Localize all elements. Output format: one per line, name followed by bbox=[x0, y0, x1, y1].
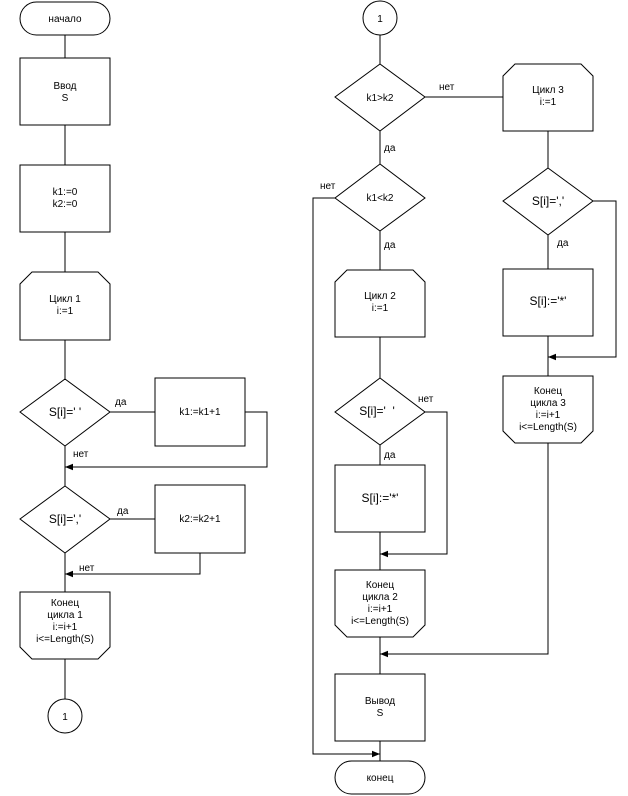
yes-label-gt: да bbox=[384, 143, 396, 154]
decision-k1-lt-k2: k1<k2 bbox=[334, 163, 426, 232]
decision-space-label: S[i]=' ' bbox=[49, 405, 81, 419]
output-block: Вывод S bbox=[334, 673, 426, 742]
no-label-lt: нет bbox=[320, 181, 336, 192]
start-label: начало bbox=[48, 14, 82, 25]
output-line-2: S bbox=[377, 708, 384, 719]
loop2-start-line-2: i:=1 bbox=[372, 303, 389, 314]
loop3-start-line-1: Цикл 3 bbox=[532, 85, 564, 96]
loop2-start: Цикл 2 i:=1 bbox=[334, 269, 426, 338]
output-line-1: Вывод bbox=[365, 696, 395, 707]
no-label-c2: нет bbox=[418, 394, 434, 405]
loop2-end: Конец цикла 2 i:=i+1 i<=Length(S) bbox=[334, 569, 426, 638]
loop3-end-line-4: i<=Length(S) bbox=[519, 422, 577, 433]
decision3-comma: S[i]=',' bbox=[502, 167, 594, 236]
loop1-start: Цикл 1 i:=1 bbox=[19, 271, 111, 341]
end-terminal: конец bbox=[334, 760, 426, 795]
loop2-end-line-3: i:=i+1 bbox=[368, 604, 393, 615]
k1-increment-block: k1:=k1+1 bbox=[154, 377, 246, 447]
loop3-start-line-2: i:=1 bbox=[540, 97, 557, 108]
loop2-start-line-1: Цикл 2 bbox=[364, 291, 396, 302]
yes-label-2: да bbox=[117, 506, 129, 517]
page-connector-out-label: 1 bbox=[62, 712, 68, 723]
assign2-label: S[i]:='*' bbox=[362, 491, 399, 505]
init-line-1: k1:=0 bbox=[53, 187, 78, 198]
connector-lines bbox=[64, 35, 617, 761]
decision-k1-lt-k2-label: k1<k2 bbox=[367, 193, 394, 204]
decision2-space-label: S[i]=' ' bbox=[359, 404, 395, 418]
init-block: k1:=0 k2:=0 bbox=[19, 164, 111, 233]
loop3-end: Конец цикла 3 i:=i+1 i<=Length(S) bbox=[502, 375, 594, 444]
input-line-1: Ввод bbox=[53, 81, 76, 92]
loop1-start-line-2: i:=1 bbox=[57, 306, 74, 317]
no-label-gt: нет bbox=[439, 82, 455, 93]
assign3-label: S[i]:='*' bbox=[530, 294, 567, 308]
loop1-start-line-1: Цикл 1 bbox=[49, 294, 81, 305]
loop1-end: Конец цикла 1 i:=i+1 i<=Length(S) bbox=[19, 591, 111, 660]
loop1-end-line-1: Конец bbox=[51, 598, 79, 609]
loop2-end-line-2: цикла 2 bbox=[362, 592, 398, 603]
end-label: конец bbox=[367, 773, 394, 784]
page-connector-in-label: 1 bbox=[377, 14, 383, 25]
decision-comma-label: S[i]=',' bbox=[49, 512, 81, 526]
assign2-block: S[i]:='*' bbox=[334, 464, 426, 533]
k1-increment-label: k1:=k1+1 bbox=[179, 407, 221, 418]
loop1-end-line-3: i:=i+1 bbox=[53, 622, 78, 633]
decision-k1-gt-k2-label: k1>k2 bbox=[367, 93, 394, 104]
yes-label-lt: да bbox=[384, 240, 396, 251]
loop1-end-line-2: цикла 1 bbox=[47, 610, 83, 621]
decision2-space: S[i]=' ' bbox=[334, 377, 426, 446]
no-label-2: нет bbox=[79, 563, 95, 574]
assign3-block: S[i]:='*' bbox=[502, 268, 594, 337]
loop3-end-line-3: i:=i+1 bbox=[536, 410, 561, 421]
yes-label-1: да bbox=[115, 397, 127, 408]
loop1-end-line-4: i<=Length(S) bbox=[36, 634, 94, 645]
no-label-1: нет bbox=[73, 449, 89, 460]
loop2-end-line-1: Конец bbox=[366, 580, 394, 591]
decision-comma: S[i]=',' bbox=[19, 485, 111, 554]
page-connector-in: 1 bbox=[362, 0, 398, 36]
k2-increment-block: k2:=k2+1 bbox=[154, 484, 246, 554]
loop3-end-line-2: цикла 3 bbox=[530, 398, 566, 409]
init-line-2: k2:=0 bbox=[53, 199, 78, 210]
input-block: Ввод S bbox=[19, 57, 111, 126]
yes-label-c2: да bbox=[384, 450, 396, 461]
yes-label-c3: да bbox=[557, 238, 569, 249]
loop3-end-line-1: Конец bbox=[534, 386, 562, 397]
start-terminal: начало bbox=[19, 1, 111, 36]
k2-increment-label: k2:=k2+1 bbox=[179, 514, 221, 525]
input-line-2: S bbox=[62, 93, 69, 104]
loop3-start: Цикл 3 i:=1 bbox=[502, 63, 594, 132]
page-connector-out: 1 bbox=[47, 698, 83, 734]
loop2-end-line-4: i<=Length(S) bbox=[351, 616, 409, 627]
decision-space: S[i]=' ' bbox=[19, 378, 111, 447]
decision-k1-gt-k2: k1>k2 bbox=[334, 63, 426, 132]
decision3-comma-label: S[i]=',' bbox=[532, 194, 564, 208]
